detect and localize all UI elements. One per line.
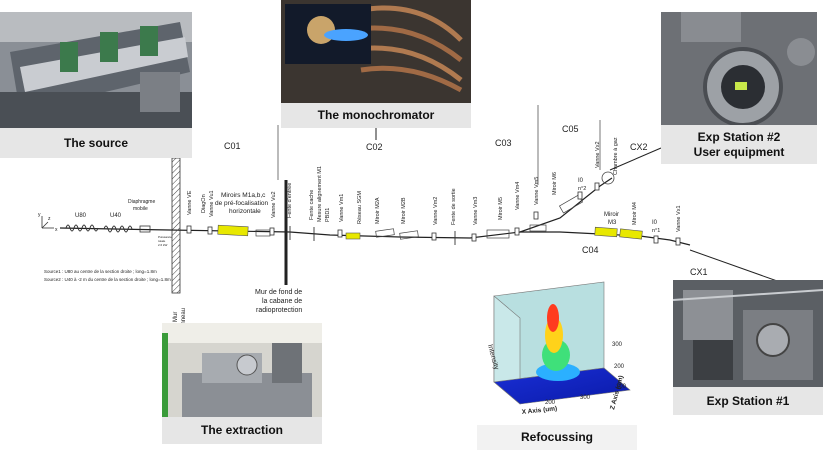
element-box: [400, 231, 419, 239]
pointer-es1: [690, 250, 780, 282]
label-diaphragme-1: Diaphragme: [128, 199, 155, 205]
label-vanne-vm1: Vanne Vm1: [339, 194, 345, 222]
label-chambre-gaz: Chambre à gaz: [613, 137, 619, 175]
label-fente-sortie: Fente de sortie: [451, 188, 457, 225]
label-diaphragme-2: mobile: [133, 206, 148, 212]
mirror-m1abc: [218, 225, 248, 236]
label-puissance-3: 2.6 kW: [158, 243, 168, 247]
section-c03: C03: [495, 138, 512, 148]
label-miroir-m5: Miroir M5: [498, 197, 504, 220]
wall-ring: [172, 158, 180, 293]
grating-sgm: [346, 233, 360, 239]
photo-card-refocussing: Refocussing: [477, 265, 637, 450]
section-c04: C04: [582, 245, 599, 255]
exp-station-1-photo: [673, 280, 823, 387]
label-vanne-vm4: Vanne Vm4: [515, 182, 521, 210]
label-u40: U40: [110, 213, 122, 219]
source-note-2: Source2 : U40 à -2 m du centre de la sec…: [44, 277, 171, 282]
label-miroir-m3-2: M3: [608, 220, 617, 226]
extraction-caption: The extraction: [162, 417, 322, 444]
source-photo: [0, 12, 192, 128]
label-vanne-vm3: Vanne Vm3: [473, 197, 479, 225]
label-miroirs-3: horizontale: [229, 208, 261, 215]
axes-glyph: x y z: [38, 212, 58, 233]
mirror-m3: [595, 227, 618, 237]
label-vanne-vm5: Vanne Vm5: [534, 177, 540, 205]
photo-card-monochromator: The monochromator: [281, 0, 471, 128]
label-miroir-m3-1: Miroir: [604, 212, 619, 218]
refocussing-caption-text: Refocussing: [521, 430, 593, 445]
mirror-m4: [620, 229, 643, 239]
slits: [290, 226, 455, 245]
label-vanne-vx2: Vanne Vx2: [595, 141, 601, 168]
exp-station-2-caption-line2: User equipment: [694, 145, 785, 160]
label-fente-entree: Fente d'entrée: [287, 183, 293, 218]
label-miroir-m2b: Miroir M2B: [401, 197, 407, 224]
source-caption: The source: [0, 128, 192, 158]
label-u80: U80: [75, 213, 87, 219]
monochromator-caption-text: The monochromator: [318, 108, 435, 123]
axis-z-label: z: [48, 216, 51, 222]
gas-chamber: [602, 172, 614, 184]
label-mur-fond-1: Mur de fond de: [255, 289, 302, 296]
photo-card-extraction: The extraction: [162, 323, 322, 444]
exp-station-2-photo: [661, 12, 817, 125]
label-diagon: DiagOn: [201, 194, 207, 213]
section-cx1: CX1: [690, 267, 708, 277]
label-miroirs-1: Miroirs M1a,b,c: [221, 192, 266, 199]
exp-station-2-caption: Exp Station #2 User equipment: [661, 125, 817, 164]
axis-x-label: x: [55, 227, 58, 233]
extraction-photo: [162, 323, 322, 417]
label-miroirs-2: de pré-focalisation: [215, 200, 268, 207]
photo-card-source: The source: [0, 12, 192, 158]
monochromator-photo: [281, 0, 471, 103]
label-mur-anneau-1: Mur: [173, 312, 179, 322]
label-reseau-sgm: Réseau SGM: [357, 191, 363, 224]
axis-y-label: y: [38, 212, 41, 218]
label-i0-n2-sub: n°2: [578, 186, 586, 192]
refocussing-caption: Refocussing: [477, 425, 637, 450]
label-miroir-m2a: Miroir M2A: [375, 197, 381, 224]
label-mesure-alignement: Mesure alignement M1: [317, 166, 323, 222]
extraction-caption-text: The extraction: [201, 423, 283, 438]
section-c02: C02: [366, 142, 383, 152]
label-fente-cache: Fente cache: [309, 190, 315, 220]
label-i0-n1-sub: n°1: [652, 228, 660, 234]
photo-card-exp-station-2: Exp Station #2 User equipment: [661, 12, 817, 164]
label-pbd1: PBD1: [325, 208, 331, 222]
source-caption-text: The source: [64, 136, 128, 151]
section-c05: C05: [562, 124, 579, 134]
label-i0-n2: I0: [578, 178, 584, 184]
exp-station-2-caption-line1: Exp Station #2: [698, 130, 781, 145]
exp-station-1-caption: Exp Station #1: [673, 387, 823, 415]
label-vanne-vm2: Vanne Vm2: [433, 197, 439, 225]
label-vanne-vu2: Vanne Vu2: [271, 191, 277, 218]
section-c01: C01: [224, 141, 241, 151]
label-mur-fond-3: radioprotection: [256, 307, 302, 314]
label-mur-fond-2: la cabane de: [262, 298, 302, 305]
exp-station-1-caption-text: Exp Station #1: [707, 394, 790, 409]
label-miroir-m4: Miroir M4: [632, 202, 638, 225]
section-cx2: CX2: [630, 142, 648, 152]
label-miroir-m6: Miroir M6: [552, 172, 558, 195]
photo-card-exp-station-1: Exp Station #1: [673, 280, 823, 415]
monochromator-caption: The monochromator: [281, 103, 471, 128]
source-note-1: Source1 : U80 au centre de la section dr…: [44, 269, 157, 274]
label-i0-n1: I0: [652, 220, 658, 226]
refocussing-plot-area: [477, 265, 637, 425]
label-vanne-vx1: Vanne Vx1: [676, 205, 682, 232]
label-vanne-ve: Vanne VE: [187, 190, 193, 215]
